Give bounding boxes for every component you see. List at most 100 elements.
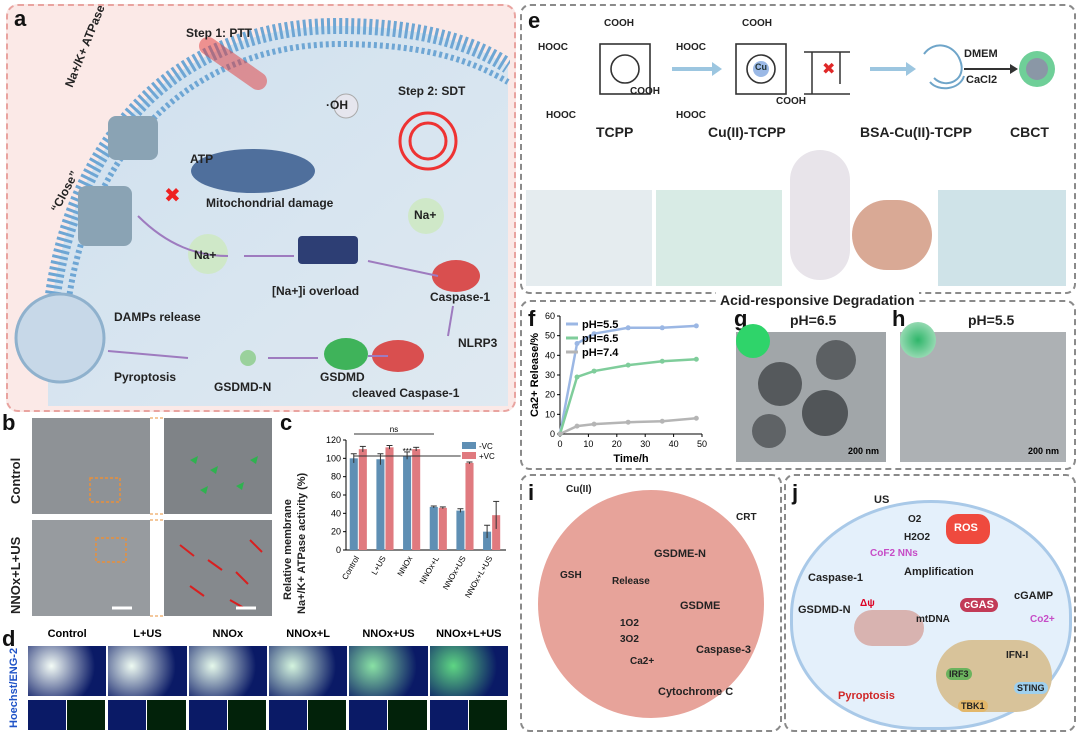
j-mtdna: mtDNA [916,614,950,625]
x-tick-label: NNOx+L+US [463,555,494,600]
cacl2-label: CaCl2 [966,74,998,86]
e-scene-1 [526,190,652,286]
d-column: NNOx+L+US [429,628,508,732]
legend-label: +VC [479,452,495,461]
chart-c-ylabel-2: Na+/K+ ATPase activity (%) [296,472,308,614]
panel-f-letter: f [528,306,536,331]
bar [385,447,394,550]
pyroptosis-label: Pyroptosis [114,370,177,384]
d-fluorescence-main [269,646,348,696]
mouse-illustration [790,150,850,280]
y-tick-label: 10 [545,409,555,419]
i-release: Release [612,576,650,587]
caspase1-label: Caspase-1 [430,290,491,304]
d-fluorescence-main [28,646,107,696]
d-column-title: NNOx+US [362,628,415,640]
d-hoechst-channel [108,700,147,730]
i-o2a: 1O2 [620,618,639,629]
y-tick-label: 0 [336,545,341,555]
legend-label: pH=7.4 [582,347,619,359]
x-tick-label: 10 [583,439,593,449]
data-point [574,423,580,429]
h-scale: 200 nm [1028,446,1060,456]
cooh-2: COOH [630,86,660,97]
mitochondrion-j [854,610,924,646]
e-scene-2 [656,190,782,286]
i-gsdmen: GSDME-N [654,548,706,560]
panel-d-letter: d [2,626,16,651]
bar [438,507,447,550]
j-delta: Δψ [860,598,875,609]
y-tick-label: 40 [331,508,341,518]
d-eng2-channel [388,700,427,730]
gsdmd-label: GSDMD [320,370,365,384]
y-tick-label: 100 [326,453,341,463]
panel-i-letter: i [528,480,535,505]
chart-c-ylabel-1: Relative membrane [282,499,294,600]
data-point [625,362,631,368]
d-column-title: NNOx+L+US [436,628,502,640]
gsdmdn-label: GSDMD-N [214,380,272,394]
ros-burst-icon [946,514,990,544]
panel-b-letter: b [2,410,16,435]
legend-swatch [462,452,476,459]
d-fluorescence-main [429,646,508,696]
d-eng2-channel [308,700,347,730]
h-title: pH=5.5 [968,312,1015,328]
y-tick-label: 0 [550,429,555,439]
data-point [693,356,699,362]
d-fluorescence-main [108,646,187,696]
x-tick-label: L+US [370,555,388,577]
y-tick-label: 30 [545,370,555,380]
d-column: NNOx+L [269,628,348,732]
j-co: Co2+ [1030,614,1055,625]
overload-label: [Na+]i overload [272,284,360,298]
i-cytc: Cytochrome C [658,686,734,698]
bar [456,510,465,550]
j-us: US [874,494,890,506]
damps-label: DAMPs release [114,310,201,324]
data-point [591,421,597,427]
j-tbk1: TBK1 [958,700,988,712]
data-point [625,419,631,425]
d-hoechst-channel [429,700,468,730]
svg-text:✖: ✖ [164,185,181,207]
cleaved-label: cleaved Caspase-1 [352,386,460,400]
panel-a-scene: ✖ [14,17,510,406]
e-scene-3 [852,200,932,270]
tem-annotations [89,417,263,617]
cell-body-i [538,490,764,718]
g-scale: 200 nm [848,446,880,456]
j-pyro: Pyroptosis [838,690,895,702]
atpase-channel-top [108,116,158,160]
d-column-title: L+US [133,628,162,640]
data-point [693,415,699,421]
step1-label: Step 1: PTT [186,26,253,40]
g-title: pH=6.5 [790,312,837,328]
d-eng2-channel [468,700,507,730]
hooc-3: HOOC [676,42,706,53]
truck [298,236,358,264]
legend-label: pH=5.5 [582,319,618,331]
cu-center: Cu [755,62,767,72]
x-axis-title: Time/h [613,453,649,465]
step2-label: Step 2: SDT [398,84,466,98]
data-point [591,331,597,337]
sphere-icon-h [900,322,936,358]
data-point [693,323,699,329]
y-tick-label: 20 [545,390,555,400]
j-o2: O2 [908,514,922,525]
cooh-3: COOH [742,18,772,29]
d-column: NNOx [188,628,267,732]
panel-a-letter: a [14,6,27,31]
panel-h-letter: h [892,306,906,331]
i-gsdme: GSDME [680,600,721,612]
cbct-label: CBCT [1010,124,1049,140]
cell-vesicle [14,292,106,384]
mito-label: Mitochondrial damage [206,196,334,210]
legend-swatch [462,442,476,449]
tem-treat [32,520,150,616]
porphyrin-structures: ✖ [599,43,1055,95]
y-tick-label: 20 [331,527,341,537]
